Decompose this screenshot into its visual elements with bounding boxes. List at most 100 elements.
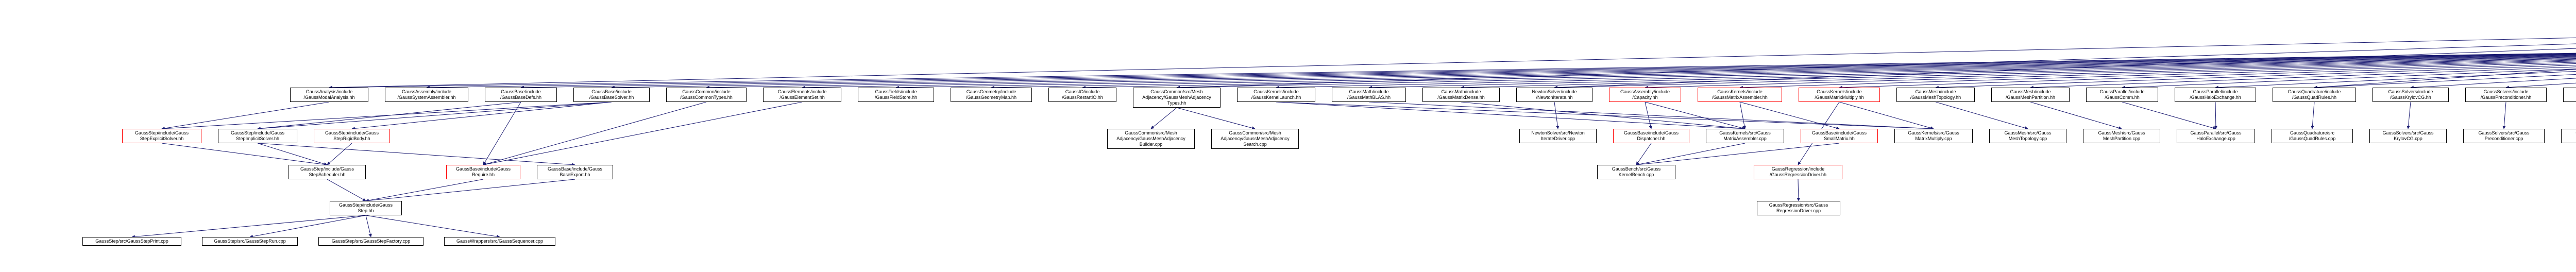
dependency-edge	[2311, 101, 2315, 129]
graph-node-a2[interactable]: GaussAssembly/include/GaussSystemAssembl…	[385, 88, 468, 102]
dependency-edge	[1797, 179, 1801, 201]
graph-node-e3[interactable]: GaussStep/src/GaussStepFactory.cpp	[318, 237, 423, 246]
graph-node-label: GaussElements/include	[777, 89, 827, 94]
graph-node-label: GaussRegression/src/Gauss	[1769, 202, 1828, 208]
graph-node-e1[interactable]: GaussStep/src/GaussStepPrint.cpp	[82, 237, 181, 246]
graph-node-label: /GaussKrylovCG.hh	[2390, 95, 2431, 100]
graph-node-a25[interactable]: GaussTraits/include/GaussTypeTraits.hh	[2563, 88, 2576, 102]
graph-node-a24[interactable]: GaussSolvers/include/GaussPreconditioner…	[2465, 88, 2547, 102]
dependency-edge	[1276, 57, 2576, 90]
graph-node-label: GaussMesh/src/Gauss	[2004, 130, 2052, 135]
graph-node-a6[interactable]: GaussElements/include/GaussElementSet.hh	[763, 88, 841, 102]
dependency-edge	[1082, 56, 2576, 90]
dependency-edge	[1554, 60, 2576, 90]
graph-node-a17[interactable]: GaussKernels/include/GaussMatrixMultiply…	[1799, 88, 1880, 102]
graph-node-a20[interactable]: GaussParallel/include/GaussComm.hh	[2086, 88, 2158, 102]
graph-node-g9[interactable]: GaussQuadrature/src/GaussQuadRules.cpp	[2272, 129, 2353, 143]
dependency-edge	[1368, 58, 2576, 90]
dependency-edge	[991, 56, 2576, 90]
dependency-edge	[365, 215, 372, 237]
graph-node-a13[interactable]: GaussMath/include/GaussMatrixDense.hh	[1422, 88, 1500, 102]
dependency-edge	[1176, 57, 2576, 90]
graph-node-h2[interactable]: GaussRegression/include/GaussRegressionD…	[1754, 165, 1842, 179]
graph-node-label: /GaussMathBLAS.hh	[1347, 95, 1391, 100]
dependency-edge	[483, 101, 707, 166]
graph-node-label: KrylovCG.cpp	[2394, 136, 2422, 141]
graph-node-a12[interactable]: GaussMath/include/GaussMathBLAS.hh	[1332, 88, 1406, 102]
graph-node-a3[interactable]: GaussBase/include/GaussBaseDefs.hh	[485, 88, 557, 102]
graph-node-label: /GaussElementSet.hh	[779, 95, 825, 100]
graph-node-g12[interactable]: GaussTraits/src/GaussTypeRegistry.cpp	[2561, 129, 2576, 143]
graph-node-label: GaussStep/include/Gauss	[134, 130, 189, 135]
dependency-edge	[1645, 61, 2576, 90]
dependency-edge	[257, 101, 521, 130]
graph-node-a22[interactable]: GaussQuadrature/include/GaussQuadRules.h…	[2273, 88, 2356, 102]
graph-node-label: GaussMesh/src/Gauss	[2098, 130, 2145, 135]
graph-node-a23[interactable]: GaussSolvers/include/GaussKrylovCG.hh	[2372, 88, 2449, 102]
graph-node-label: GaussMesh/include	[1915, 89, 1956, 94]
graph-node-a11[interactable]: GaussKernels/include/GaussKernelLaunch.h…	[1237, 88, 1315, 102]
dependency-edge	[1636, 143, 1652, 165]
graph-node-a16[interactable]: GaussKernels/include/GaussMatrixAssemble…	[1698, 88, 1782, 102]
graph-node-a9[interactable]: GaussIO/include/GaussRestartIO.hh	[1048, 88, 1116, 102]
graph-node-label: /Capacity.hh	[1632, 95, 1658, 100]
graph-node-a18[interactable]: GaussMesh/include/GaussMeshTopology.hh	[1896, 88, 1975, 102]
graph-node-label: /GaussRestartIO.hh	[1062, 95, 1103, 100]
dependency-edge	[1176, 43, 2576, 90]
graph-node-a19[interactable]: GaussMesh/include/GaussMeshPartition.hh	[1991, 88, 2070, 102]
dependency-edge	[611, 54, 2576, 90]
dependency-edge	[1645, 101, 1745, 130]
dependency-edge	[2410, 78, 2576, 89]
dependency-edge	[131, 215, 366, 239]
graph-node-label: IterateDriver.cpp	[1540, 136, 1575, 141]
graph-node-a5[interactable]: GaussCommon/include/GaussCommonTypes.hh	[666, 88, 747, 102]
dependency-edge	[483, 101, 803, 166]
graph-node-a7[interactable]: GaussFields/include/GaussFieldStore.hh	[858, 88, 934, 102]
graph-node-a15[interactable]: GaussAssembly/include/Capacity.hh	[1609, 88, 1681, 102]
dependency-edge	[2122, 69, 2576, 90]
graph-node-a4[interactable]: GaussBase/include/GaussBaseSolver.hh	[573, 88, 650, 102]
graph-node-label: MatrixAssembler.cpp	[1723, 136, 1767, 141]
graph-node-a21[interactable]: GaussParallel/include/GaussHaloExchange.…	[2175, 88, 2256, 102]
dependency-edge	[2030, 66, 2576, 90]
graph-node-a14[interactable]: NewtonSolver/include/NewtonIterate.hh	[1516, 88, 1592, 102]
dependency-edge	[257, 101, 612, 130]
dependency-edge	[1739, 101, 1747, 129]
graph-node-label: GaussStep/include/Gauss	[300, 166, 354, 172]
graph-node-label: /GaussMatrixDense.hh	[1437, 95, 1485, 100]
graph-node-label: MatrixMultiply.cpp	[1915, 136, 1952, 141]
dependency-edge	[426, 53, 2576, 90]
graph-node-label: HaloExchange.cpp	[2196, 136, 2235, 141]
graph-node-label: GaussBase/include/Gauss	[1811, 130, 1867, 135]
graph-node-e2[interactable]: GaussStep/src/GaussStepRun.cpp	[202, 237, 298, 246]
graph-node-label: /GaussGeometryMap.hh	[965, 95, 1017, 100]
graph-node-label: /GaussModalAnalysis.hh	[303, 95, 355, 100]
graph-node-a1[interactable]: GaussAnalysis/include/GaussModalAnalysis…	[290, 88, 368, 102]
graph-node-e4[interactable]: GaussWrappers/src/GaussSequencer.cpp	[444, 237, 555, 246]
graph-node-a8[interactable]: GaussGeometry/include/GaussGeometryMap.h…	[951, 88, 1032, 102]
dependency-edge	[2314, 69, 2576, 89]
